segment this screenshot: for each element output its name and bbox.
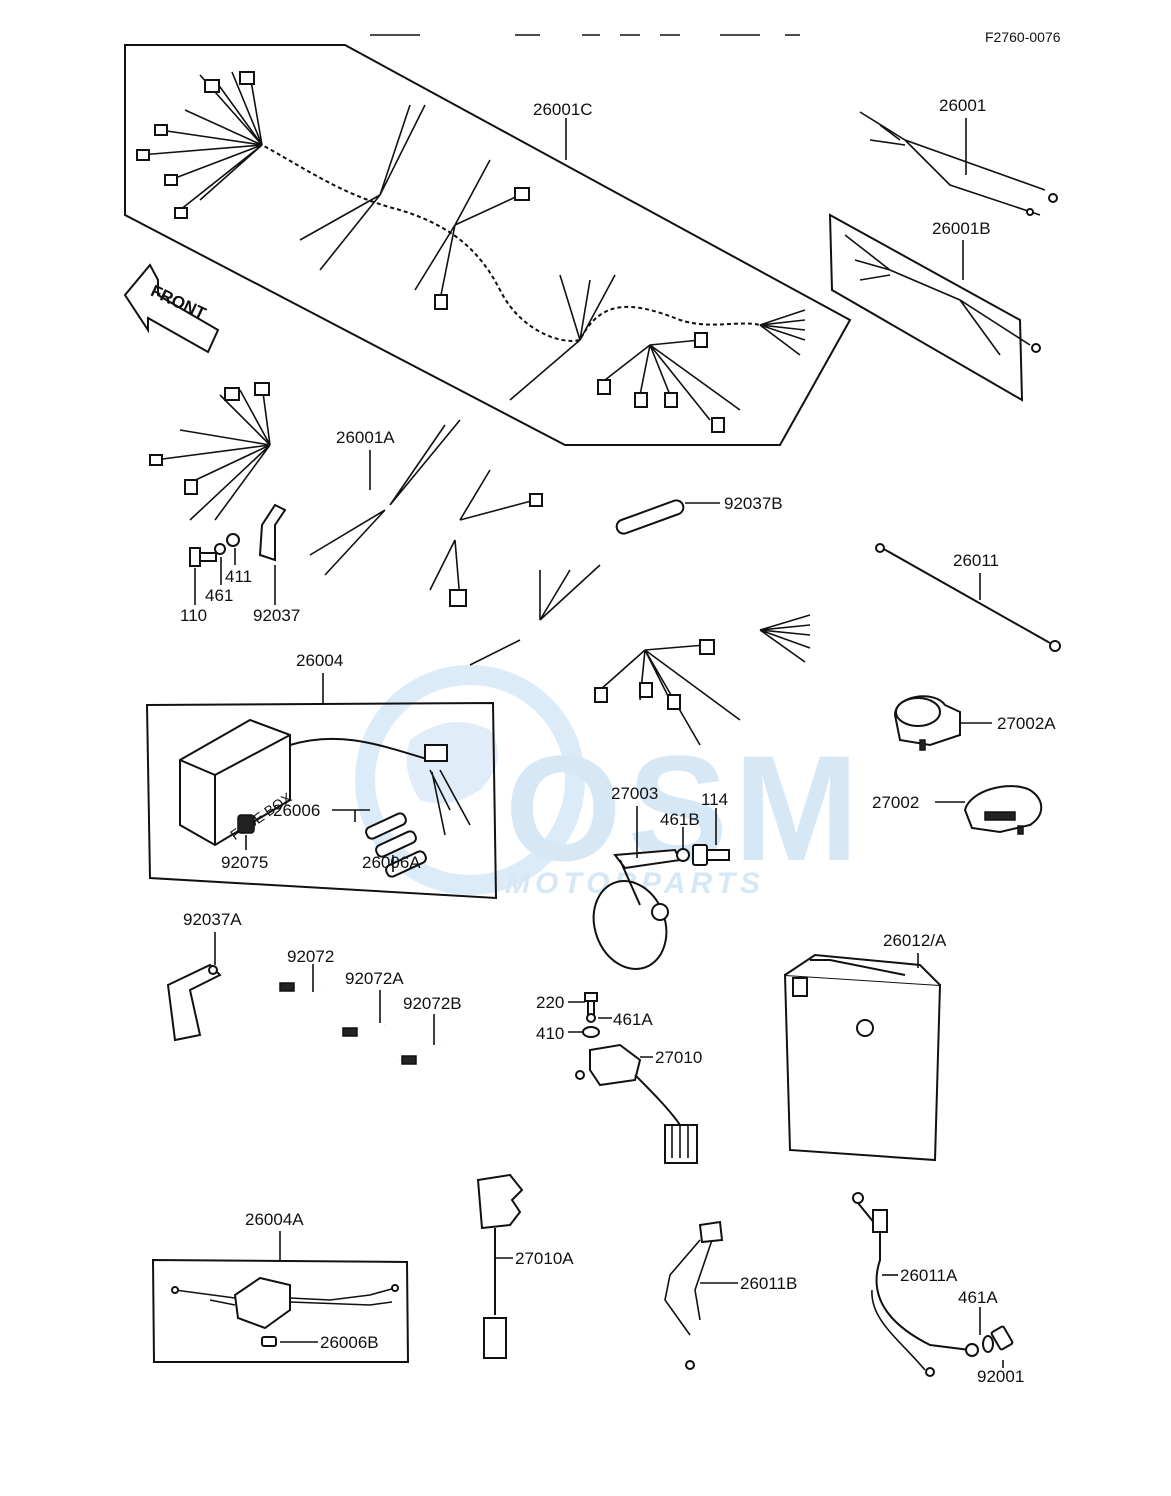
washer-410 [582, 1026, 600, 1038]
label-battery: 26012/A [883, 931, 947, 950]
clamp-92037a [166, 963, 222, 1042]
fuse-box-frame [145, 701, 498, 900]
horn-27003 [592, 848, 682, 970]
harness-a [149, 382, 811, 746]
label-washer-461a: 461A [613, 1010, 653, 1029]
label-clamp-92037: 92037 [253, 606, 300, 625]
harness-plain [859, 111, 1058, 216]
label-washer-410: 410 [536, 1024, 564, 1043]
label-fuse-b: 26006B [320, 1333, 379, 1352]
label-fuse-box-a: 26004A [245, 1210, 304, 1229]
label-relay: 27002 [872, 793, 919, 812]
label-sensor: 27010A [515, 1249, 574, 1268]
label-clamp-b: 92037B [724, 494, 783, 513]
label-bolt-114: 114 [701, 790, 728, 809]
label-harness-b: 26001B [932, 219, 991, 238]
battery-26012a [783, 953, 942, 1162]
bolt-92001 [990, 1325, 1014, 1351]
fuses-26006 [365, 812, 427, 878]
label-fuse-a: 26006A [362, 853, 421, 872]
label-harness-plain: 26001 [939, 96, 986, 115]
washer-411 [226, 533, 240, 547]
leaders-regulator [568, 1001, 653, 1058]
label-cap-92075: 92075 [221, 853, 268, 872]
leaders-small-hardware [194, 548, 276, 605]
label-harness-c: 26001C [533, 100, 593, 119]
harness-b-panel [828, 213, 1024, 402]
label-lead-26011: 26011 [953, 551, 999, 570]
label-lead-a: 26011A [900, 1266, 958, 1285]
label-relay-a: 27002A [997, 714, 1056, 733]
lead-26011 [875, 543, 1061, 652]
label-fuse: 26006 [273, 801, 320, 820]
label-washer-411: 411 [225, 567, 252, 586]
diagram-code: F2760-0076 [985, 29, 1061, 45]
leader-fuse [332, 809, 370, 822]
washer-461a [586, 1013, 596, 1023]
harness-c [136, 71, 806, 433]
label-washer-461b: 461B [660, 810, 700, 829]
label-lead-b: 26011B [740, 1274, 797, 1293]
label-horn: 27003 [611, 784, 658, 803]
band-92072a [324, 1023, 399, 1113]
relay-27002a [893, 695, 961, 751]
label-clamp-a: 92037A [183, 910, 242, 929]
harness-b [844, 234, 1041, 356]
watermark-logo: OSM MOTORPARTS [355, 665, 865, 900]
screw-220 [584, 992, 598, 1016]
sensor-27010a [476, 1173, 524, 1359]
bolt-114 [692, 844, 730, 866]
washer-461b [676, 848, 690, 862]
band-92072 [260, 982, 333, 1084]
lead-26011a [852, 1192, 979, 1377]
watermark-logo-text: OSM [505, 724, 865, 892]
fuse-box-a-frame [151, 1258, 410, 1363]
label-band-b: 92072B [403, 994, 462, 1013]
label-band-a: 92072A [345, 969, 404, 988]
washer-461 [214, 543, 226, 555]
clamp-92037 [258, 503, 287, 562]
label-bolt-110: 110 [180, 606, 207, 625]
relay-27002 [963, 785, 1043, 835]
regulator-27010 [575, 1043, 698, 1164]
harness-c-panel [124, 44, 852, 446]
label-washer-461: 461 [205, 586, 233, 605]
label-band: 92072 [287, 947, 334, 966]
bolt-110 [189, 547, 217, 567]
band-92072b [381, 1042, 462, 1143]
label-fuse-box: 26004 [296, 651, 343, 670]
washer-461a-2 [982, 1335, 994, 1353]
cap-92075 [237, 814, 255, 834]
front-arrow: FRONT [123, 263, 220, 354]
label-washer-461a-2: 461A [958, 1288, 998, 1307]
lead-26011b [664, 1220, 724, 1370]
fuse-26006b [261, 1336, 277, 1347]
label-bolt-92001: 92001 [977, 1367, 1024, 1386]
fuse-box-a-unit [171, 1276, 399, 1330]
clamp-b [615, 499, 685, 535]
leaders-bands [312, 964, 435, 1045]
label-screw-220: 220 [536, 993, 564, 1012]
label-regulator: 27010 [655, 1048, 702, 1067]
label-harness-a: 26001A [336, 428, 395, 447]
